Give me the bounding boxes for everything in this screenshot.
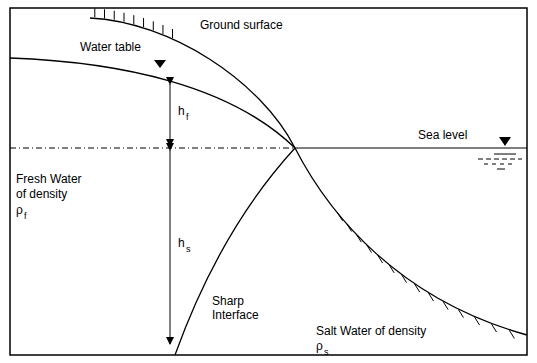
hf-subscript: f bbox=[186, 112, 189, 122]
hatch-tick bbox=[153, 21, 154, 30]
density-subscript: s bbox=[324, 347, 329, 357]
hatch-tick bbox=[378, 255, 383, 263]
hatch-tick bbox=[458, 310, 463, 318]
water-table-line bbox=[10, 58, 295, 148]
water-mark bbox=[478, 159, 522, 160]
sea-level-label: Sea level bbox=[418, 128, 467, 142]
hs-subscript: s bbox=[186, 244, 191, 254]
frame bbox=[10, 8, 527, 355]
density-symbol: ρ bbox=[316, 339, 323, 353]
hatch-tick bbox=[338, 213, 343, 221]
hatch-tick bbox=[428, 293, 433, 301]
hf-dimension bbox=[170, 84, 171, 146]
ground-hatch bbox=[95, 8, 515, 338]
hf-symbol: h bbox=[178, 104, 185, 118]
water-mark bbox=[484, 164, 514, 165]
hatch-tick bbox=[162, 25, 163, 34]
ground-surface-label: Ground surface bbox=[200, 18, 283, 32]
density-subscript: f bbox=[24, 211, 27, 221]
datum-line bbox=[10, 148, 295, 149]
hatch-tick bbox=[367, 245, 372, 253]
fresh-water-label: of density bbox=[16, 187, 67, 201]
hatch-tick bbox=[133, 15, 134, 24]
hatch-tick bbox=[114, 11, 115, 20]
hatch-tick bbox=[443, 302, 448, 310]
interface-label: Sharp Interface bbox=[212, 294, 272, 322]
hatch-tick bbox=[492, 324, 497, 332]
hatch-tick bbox=[402, 275, 407, 283]
hatch-tick bbox=[172, 29, 173, 38]
water-table-marker bbox=[154, 60, 166, 68]
hatch-tick bbox=[475, 317, 480, 325]
ground-surface-line bbox=[90, 18, 527, 335]
hatch-tick bbox=[104, 9, 105, 18]
hatch-tick bbox=[509, 330, 514, 338]
hatch-tick bbox=[347, 223, 352, 231]
water-table-label: Water table bbox=[80, 40, 141, 54]
sea-level-line bbox=[295, 147, 527, 148]
hs-dimension bbox=[170, 150, 171, 344]
hatch-tick bbox=[124, 13, 125, 22]
water-mark bbox=[497, 169, 505, 170]
water-mark bbox=[494, 154, 516, 155]
sea-level-marker bbox=[499, 137, 511, 146]
hatch-tick bbox=[415, 284, 420, 292]
hatch-tick bbox=[389, 265, 394, 273]
hatch-tick bbox=[356, 234, 361, 242]
interface-line bbox=[175, 148, 295, 355]
hatch-tick bbox=[94, 8, 95, 17]
density-symbol: ρ bbox=[16, 203, 23, 217]
fresh-water-label: Fresh Water bbox=[16, 172, 82, 186]
salt-water-label: Salt Water of density bbox=[316, 324, 426, 338]
hatch-tick bbox=[143, 18, 144, 27]
hs-symbol: h bbox=[178, 236, 185, 250]
